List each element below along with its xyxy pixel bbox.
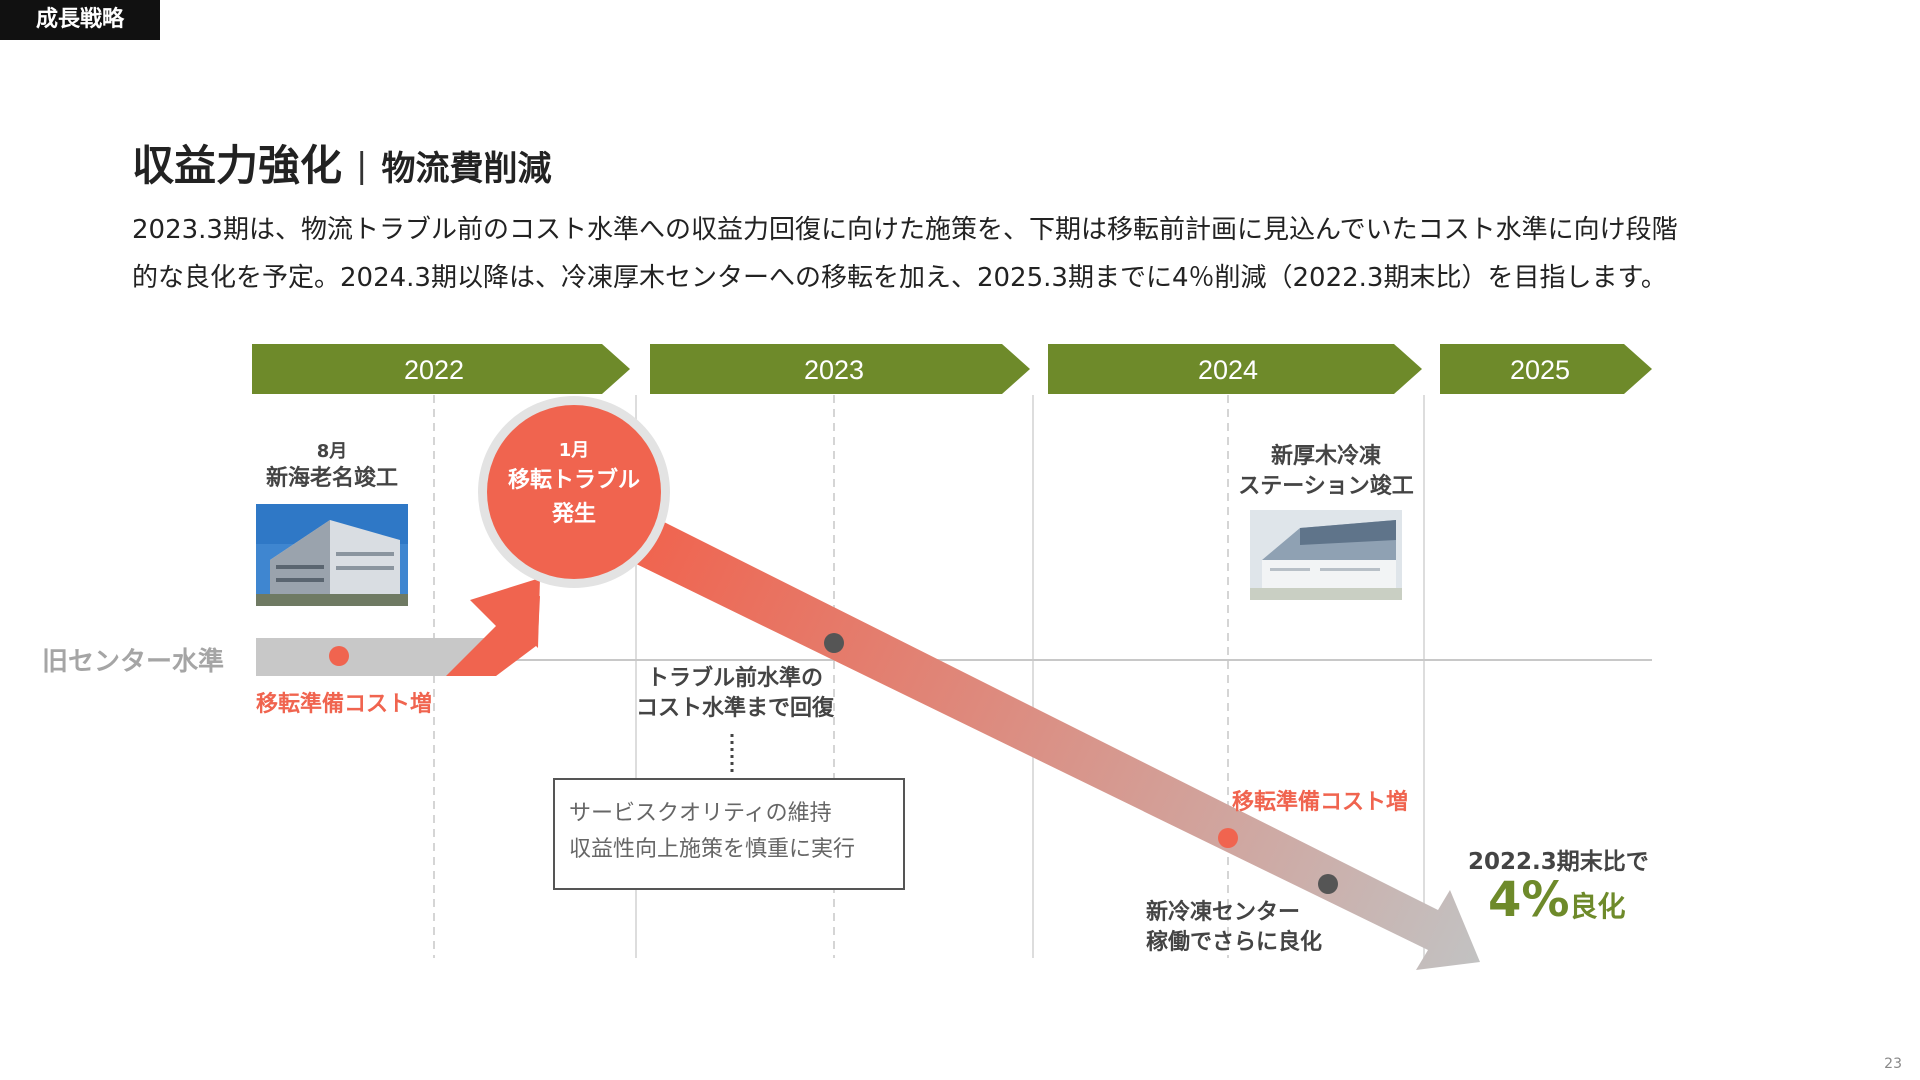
result-percent: 4% xyxy=(1488,872,1570,928)
description-line-2: 的な良化を予定。2024.3期以降は、冷凍厚木センターへの移転を加え、2025.… xyxy=(132,263,1667,293)
event-atsugi: 新厚木冷凍 ステーション竣工 xyxy=(1224,442,1428,502)
event-trouble-line1: 移転トラブル xyxy=(507,468,640,493)
prep-cost-label-2: 移転準備コスト増 xyxy=(1232,790,1409,815)
recovery-label: トラブル前水準の コスト水準まで回復 xyxy=(620,664,850,724)
marker-dot-new-center xyxy=(1318,874,1338,894)
trouble-circle xyxy=(487,405,661,579)
atsugi-building-photo xyxy=(1250,510,1402,600)
description-line-1: 2023.3期は、物流トラブル前のコスト水準への収益力回復に向けた施策を、下期は… xyxy=(132,215,1678,245)
year-label-2024: 2024 xyxy=(1198,355,1258,385)
recovery-label-line2: コスト水準まで回復 xyxy=(635,696,834,721)
section-tag: 成長戦略 xyxy=(0,0,160,40)
description: 2023.3期は、物流トラブル前のコスト水準への収益力回復に向けた施策を、下期は… xyxy=(132,206,1832,302)
event-trouble: 1月 移転トラブル 発生 xyxy=(487,438,661,532)
year-label-2022: 2022 xyxy=(404,355,464,385)
note-line2: 収益性向上施策を慎重に実行 xyxy=(569,837,856,862)
marker-dot-ebina xyxy=(329,646,349,666)
event-atsugi-line2: ステーション竣工 xyxy=(1238,474,1414,499)
event-trouble-line2: 発生 xyxy=(551,502,596,527)
year-band-2023 xyxy=(650,344,1030,394)
page-title: 収益力強化 | 物流費削減 xyxy=(132,132,551,193)
year-band-2024 xyxy=(1048,344,1422,394)
year-label-2025: 2025 xyxy=(1510,355,1570,385)
marker-dot-prep-cost xyxy=(1218,828,1238,848)
result-value: 4%良化 xyxy=(1488,872,1626,928)
new-center-label-line2: 稼働でさらに良化 xyxy=(1146,930,1323,955)
new-center-label-line1: 新冷凍センター xyxy=(1146,900,1301,925)
event-trouble-month: 1月 xyxy=(558,440,590,461)
year-label-2023: 2023 xyxy=(804,355,864,385)
baseline-label: 旧センター水準 xyxy=(42,647,225,677)
recovery-label-line1: トラブル前水準の xyxy=(646,666,823,691)
ebina-building-photo xyxy=(256,504,408,606)
event-ebina: 8月 新海老名竣工 xyxy=(256,440,408,494)
result-prefix: 2022.3期末比で xyxy=(1468,849,1649,875)
decline-arrow xyxy=(628,518,1480,970)
result-suffix: 良化 xyxy=(1569,890,1626,923)
new-center-label: 新冷凍センター 稼働でさらに良化 xyxy=(1146,898,1322,958)
event-ebina-month: 8月 xyxy=(316,441,348,462)
prep-cost-label-1: 移転準備コスト増 xyxy=(256,692,433,717)
note-box: サービスクオリティの維持 収益性向上施策を慎重に実行 xyxy=(553,778,905,890)
marker-dot-recovery xyxy=(824,633,844,653)
year-band-2025 xyxy=(1440,344,1652,394)
title-separator: | xyxy=(356,146,368,186)
note-line1: サービスクオリティの維持 xyxy=(569,801,832,826)
year-band-2022 xyxy=(252,344,630,394)
event-ebina-label: 新海老名竣工 xyxy=(265,466,398,491)
page-number: 23 xyxy=(1884,1056,1902,1072)
title-main: 収益力強化 xyxy=(132,141,343,190)
rise-arrow xyxy=(446,578,540,676)
event-atsugi-line1: 新厚木冷凍 xyxy=(1270,444,1381,469)
title-sub: 物流費削減 xyxy=(381,149,552,189)
